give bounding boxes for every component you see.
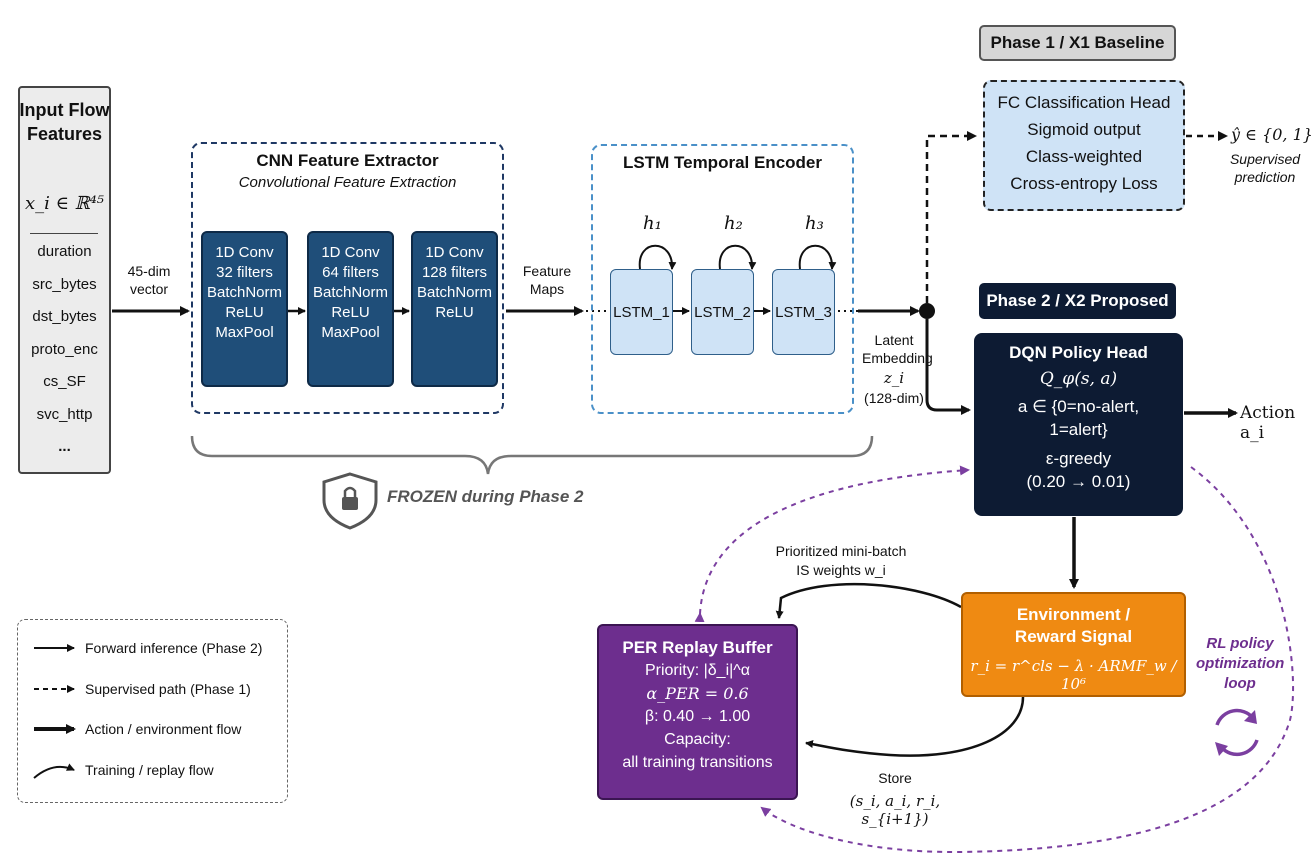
cnn-subtitle: Convolutional Feature Extraction [238, 174, 457, 191]
per-title: PER Replay Buffer [622, 638, 773, 657]
phase2-header: Phase 2 / X2 Proposed [979, 283, 1176, 319]
input-title: Input Flow Features [19, 100, 110, 144]
recurrence-loop-h3 [798, 244, 837, 270]
legend-box [17, 619, 288, 803]
hidden-state-label: h₁ [643, 213, 662, 234]
dqn-action-space-2: 1=alert} [1049, 420, 1108, 439]
latent-z-label: z_i [883, 369, 905, 387]
dqn-epsilon: ε-greedy [1045, 449, 1112, 468]
arrow-env-to-per-minibatch [775, 582, 962, 619]
feature-item: duration [37, 243, 92, 260]
arrow-junction-to-dqn [925, 319, 971, 415]
is-weights-label: IS weights w_i [796, 562, 886, 578]
dqn-epsilon-range: (0.20 → 0.01) [1026, 472, 1131, 491]
reward-formula: r_i = r^cls − λ · ARMF_w / 10⁶ [970, 657, 1177, 693]
minibatch-label: Prioritized mini-batch [775, 543, 907, 559]
recurrence-loop-h1 [638, 244, 677, 270]
shield-lock-icon [322, 472, 378, 530]
feature-item: ... [58, 438, 71, 455]
lstm-cell-2: LSTM_2 [691, 269, 754, 355]
cycle-icon [1215, 708, 1259, 757]
vector-label: 45-dim vector [127, 263, 171, 297]
per-capacity-value: all training transitions [622, 754, 773, 771]
latent-dim-label: (128-dim) [864, 390, 924, 406]
dqn-policy-head: DQN Policy Head Q_φ(s, a) a ∈ {0=no-aler… [974, 333, 1183, 516]
lstm-title: LSTM Temporal Encoder [623, 153, 822, 172]
legend-item-supervised: Supervised path (Phase 1) [85, 681, 251, 697]
lstm-cell-3: LSTM_3 [772, 269, 835, 355]
env-title-1: Environment / [1016, 605, 1131, 624]
legend-training-arrow [33, 763, 75, 779]
store-label: Store [878, 770, 912, 786]
frozen-label: FROZEN during Phase 2 [387, 487, 584, 506]
hidden-state-label: h₂ [724, 213, 743, 234]
legend-item-forward: Forward inference (Phase 2) [85, 640, 263, 656]
hidden-state-label: h₃ [805, 213, 824, 234]
lstm-cell-1: LSTM_1 [610, 269, 673, 355]
input-features-box [18, 86, 111, 474]
phase1-header: Phase 1 / X1 Baseline [979, 25, 1176, 61]
env-title-2: Reward Signal [1014, 627, 1133, 646]
cnn-title: CNN Feature Extractor [256, 151, 439, 170]
per-replay-buffer: PER Replay Buffer Priority: |δ_i|^α α_PE… [597, 624, 798, 800]
arrow-env-to-per-store [805, 696, 1025, 757]
per-beta: β: 0.40 → 1.00 [644, 708, 751, 725]
input-divider [30, 233, 98, 234]
per-priority: Priority: |δ_i|^α [644, 662, 751, 679]
per-capacity: Capacity: [664, 731, 731, 748]
input-space-label: x_i ∈ ℝ⁴⁵ [24, 193, 105, 214]
prediction-symbol: ŷ ∈ {0, 1} [1231, 125, 1313, 144]
action-label: Action a_i [1240, 403, 1296, 443]
latent-label: Latent Embedding [862, 332, 933, 366]
legend-item-training: Training / replay flow [85, 762, 214, 778]
dqn-action-space: a ∈ {0=no-alert, [1017, 397, 1140, 416]
dqn-title: DQN Policy Head [1009, 343, 1148, 362]
environment-reward-box: Environment / Reward Signal r_i = r^cls … [961, 592, 1186, 697]
feature-item: dst_bytes [32, 308, 97, 325]
rl-loop-path-top [694, 465, 970, 623]
legend-item-action: Action / environment flow [85, 721, 242, 737]
dqn-q-function: Q_φ(s, a) [1039, 369, 1118, 389]
feature-item: src_bytes [32, 276, 97, 293]
feature-item: svc_http [36, 406, 93, 423]
junction-node [919, 303, 935, 319]
rl-loop-label: RL policy optimization loop [1196, 635, 1285, 692]
per-alpha: α_PER = 0.6 [646, 684, 749, 703]
feature-item: cs_SF [43, 373, 86, 390]
feature-item: proto_enc [31, 341, 98, 358]
supervised-prediction-label: Supervised prediction [1229, 151, 1301, 185]
frozen-brace [190, 435, 874, 475]
transition-tuple: (s_i, a_i, r_i, s_{i+1}) [849, 792, 941, 828]
cnn-feature-extractor [191, 142, 504, 414]
supervised-path-to-fc [925, 131, 977, 303]
feature-maps-label: Feature Maps [522, 263, 572, 297]
lstm-temporal-encoder [591, 144, 854, 414]
recurrence-loop-h2 [718, 244, 757, 270]
